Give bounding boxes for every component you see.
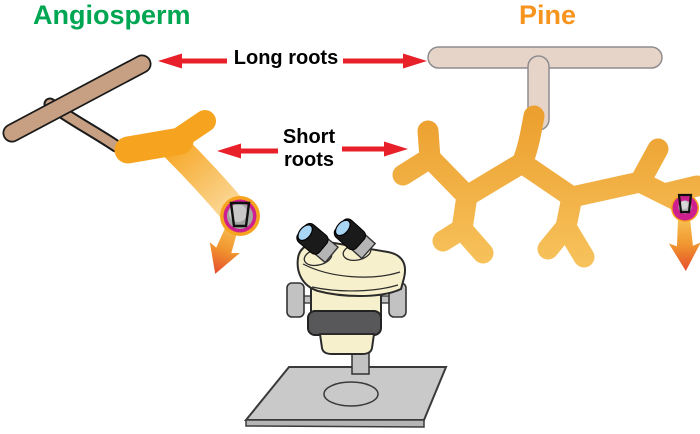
microscope-illustration: [243, 218, 448, 428]
angiosperm-title: Angiosperm: [33, 0, 191, 30]
eyepiece-lens-icon: [334, 219, 351, 237]
long-roots-arrow-left: [158, 53, 227, 69]
angiosperm-root-tip-cross-section: [220, 196, 260, 236]
long-roots-label: Long roots: [233, 47, 339, 69]
pine-long-root: [427, 46, 663, 131]
angiosperm-cut-arrow: [209, 222, 240, 274]
long-roots-arrow-right: [343, 53, 427, 69]
eyepiece-lens-icon: [297, 224, 313, 242]
stage-opening: [323, 381, 379, 407]
focus-ring: [307, 310, 382, 336]
pine-title: Pine: [519, 0, 577, 30]
blade-icon: [677, 193, 693, 214]
pine-short-roots: [392, 105, 700, 268]
pine-cut-arrow: [668, 218, 700, 271]
eyepiece-left: [296, 222, 340, 264]
objective-lens-housing: [318, 333, 376, 355]
focus-knob-left: [286, 282, 305, 318]
angiosperm-long-root: [2, 54, 152, 153]
short-roots-label-line2: roots: [284, 149, 334, 171]
microscope-base-plate: [243, 366, 448, 428]
short-roots-label-line1: Short: [282, 126, 336, 148]
blade-icon: [229, 201, 251, 228]
pine-root-tip-cross-section: [671, 193, 699, 222]
angiosperm-short-root: [114, 110, 249, 226]
short-roots-arrow-right: [342, 141, 408, 157]
short-roots-arrow-left: [217, 143, 278, 159]
eyepiece-right: [333, 218, 377, 260]
